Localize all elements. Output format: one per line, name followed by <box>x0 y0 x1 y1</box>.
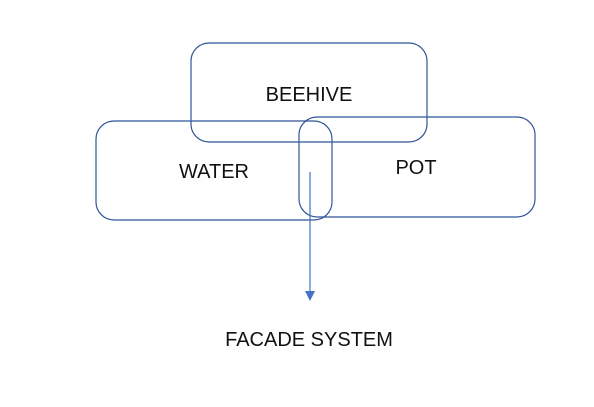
water-label: WATER <box>179 161 249 183</box>
arrow-head <box>305 291 315 301</box>
pot-label: POT <box>395 157 436 179</box>
beehive-label: BEEHIVE <box>266 84 353 106</box>
beehive-box <box>190 42 428 143</box>
water-box <box>95 120 333 221</box>
facade-system-label: FACADE SYSTEM <box>225 329 393 351</box>
pot-box <box>298 116 536 218</box>
